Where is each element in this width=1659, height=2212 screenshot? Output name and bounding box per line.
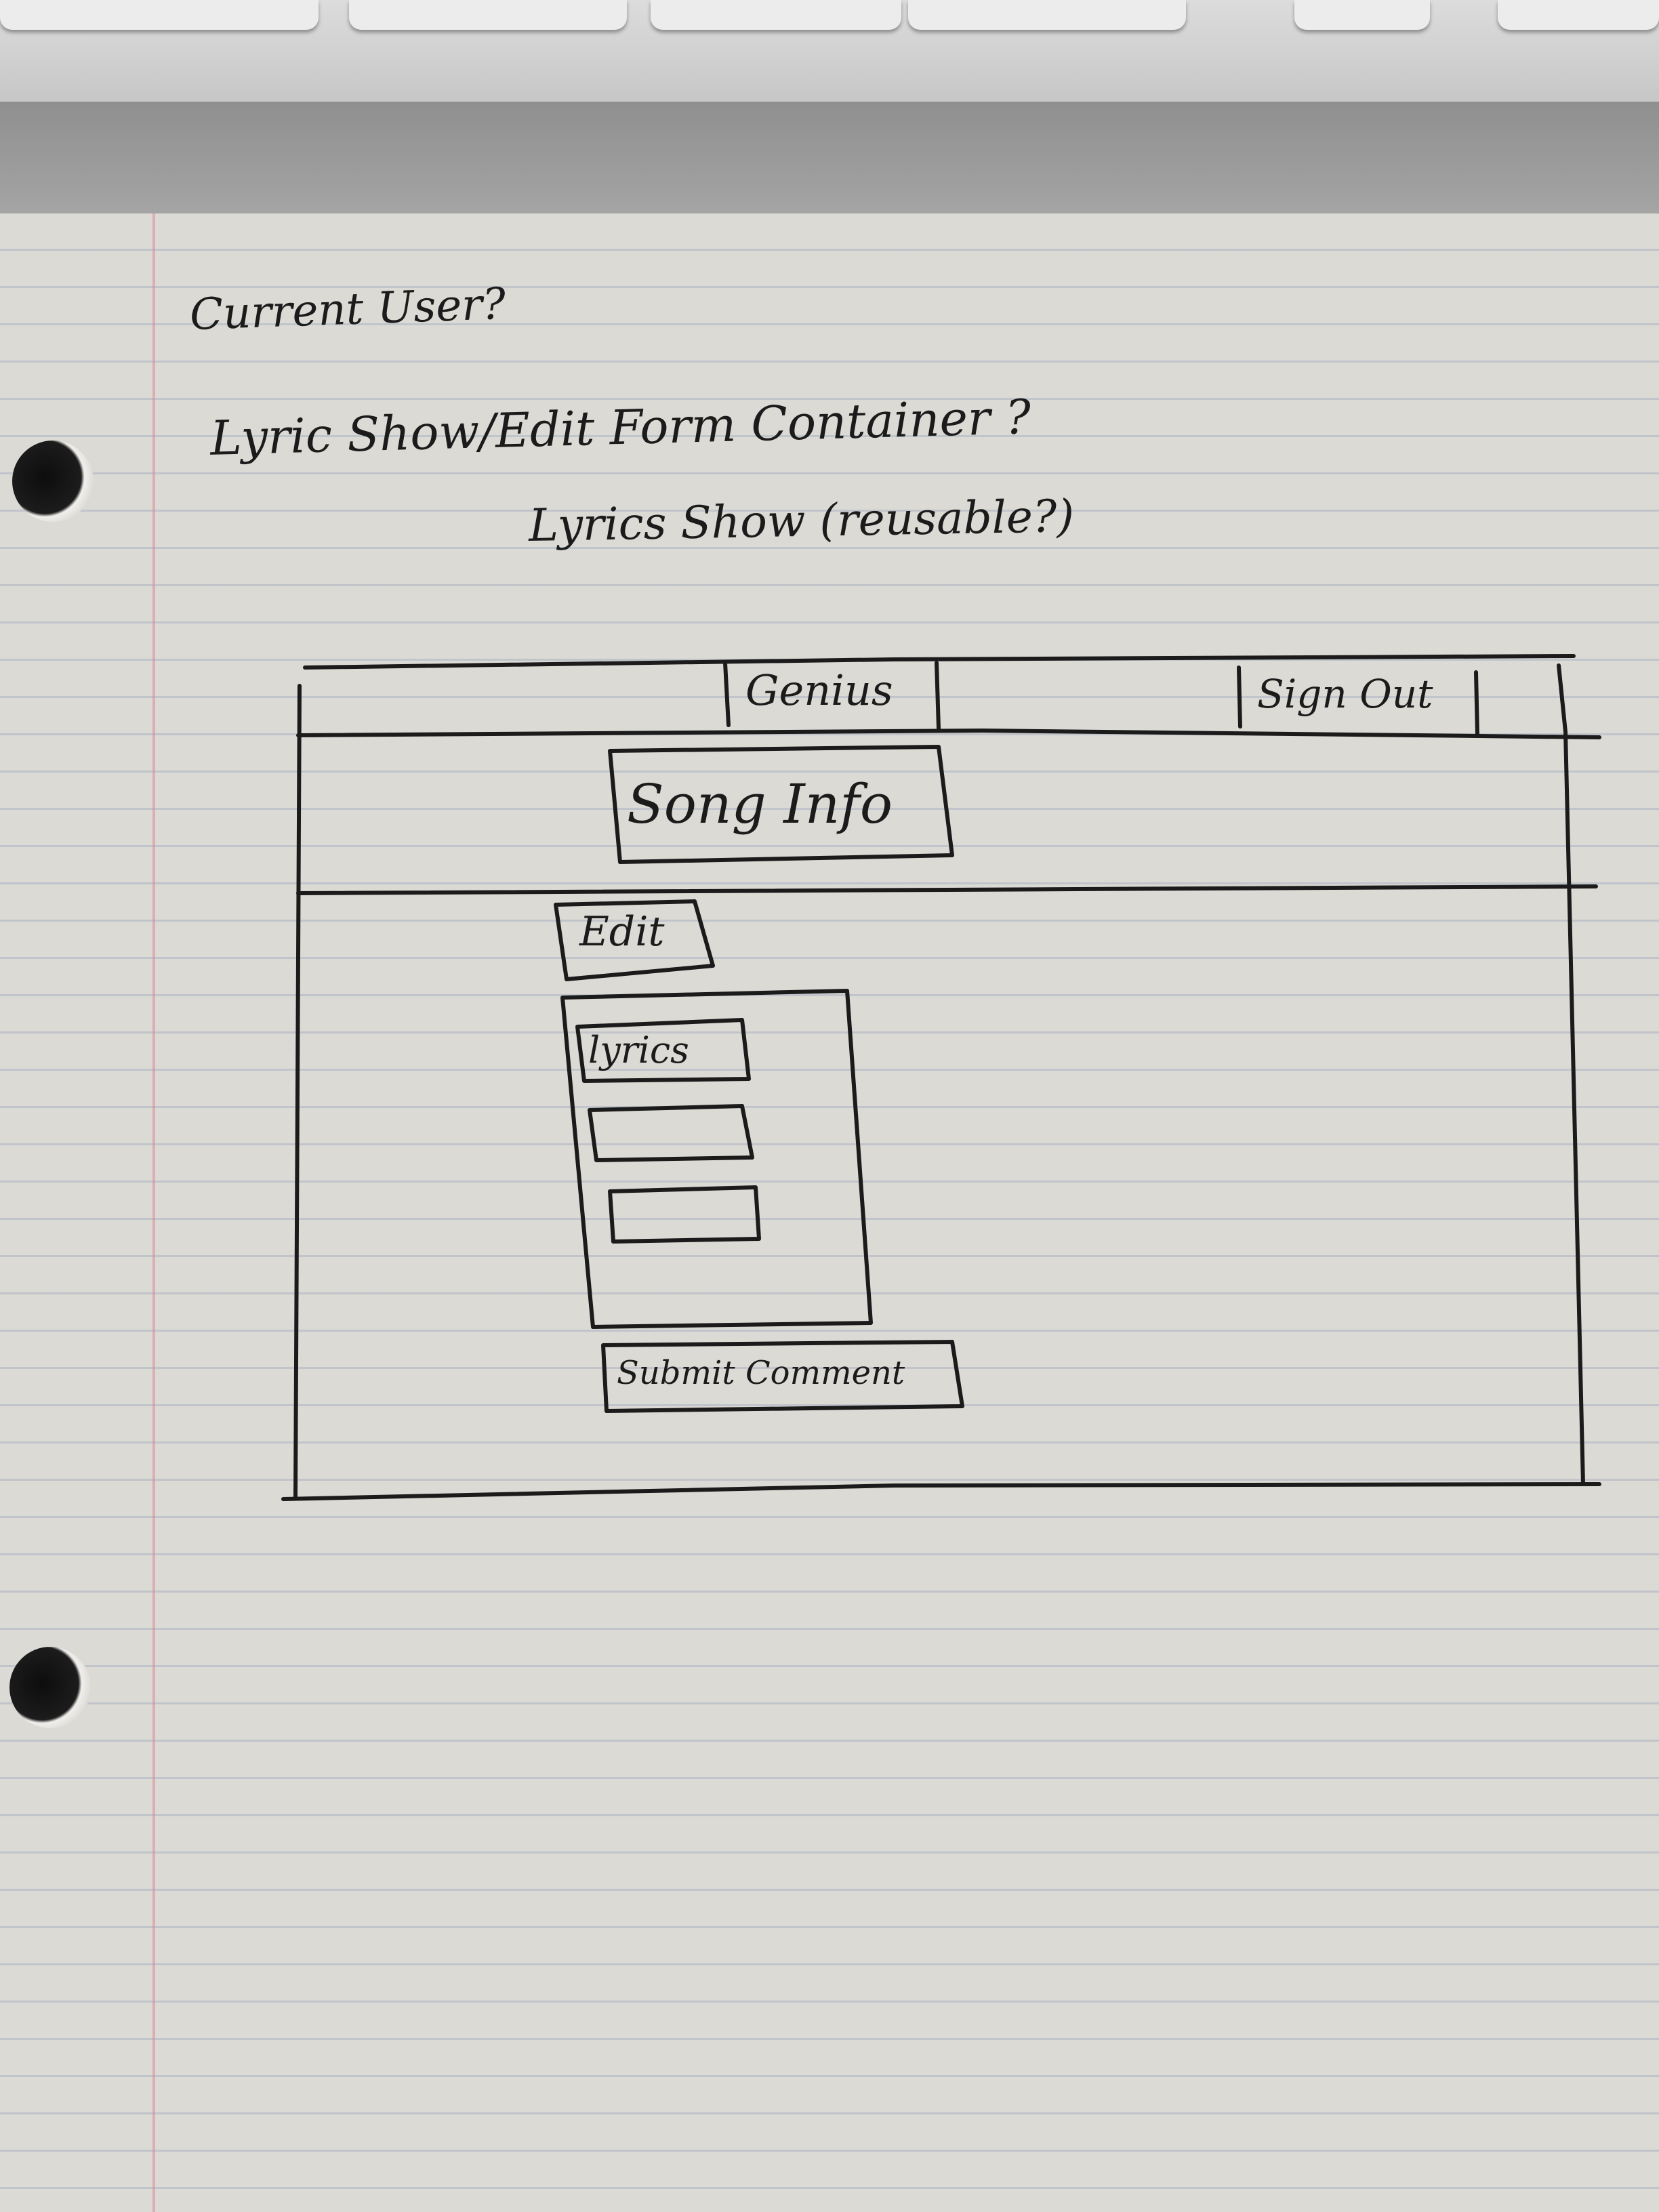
nav-divider <box>723 661 731 727</box>
keyboard-key <box>0 0 319 30</box>
nav-divider <box>935 661 941 731</box>
lyrics-panel <box>560 989 873 1329</box>
submit-comment-button[interactable]: Submit Comment <box>617 1354 905 1392</box>
edit-box <box>554 899 715 981</box>
keyboard-edge <box>0 0 1659 115</box>
section-divider <box>296 884 1598 895</box>
keyboard-key <box>1498 0 1659 30</box>
keyboard-key <box>349 0 627 30</box>
lyrics-label-box <box>575 1018 751 1083</box>
margin-line <box>152 213 155 2212</box>
binder-hole <box>12 441 94 522</box>
notebook-paper <box>0 213 1659 2212</box>
nav-signout-link[interactable]: Sign Out <box>1257 671 1433 717</box>
lyrics-label: lyrics <box>588 1029 689 1071</box>
binder-hole <box>9 1647 91 1728</box>
song-info-label: Song Info <box>627 773 893 836</box>
keyboard-key <box>1294 0 1430 30</box>
lyric-line-box <box>608 1185 761 1244</box>
keyboard-key <box>651 0 901 30</box>
edit-button[interactable]: Edit <box>579 908 665 956</box>
frame-bottom <box>281 1482 1601 1501</box>
nav-divider <box>1237 665 1242 729</box>
nav-top-line <box>303 654 1576 670</box>
keyboard-key <box>908 0 1186 30</box>
song-info-box <box>608 745 954 864</box>
frame-right <box>1557 663 1585 1486</box>
nav-logo-genius[interactable]: Genius <box>745 665 893 715</box>
frame-left <box>293 684 302 1500</box>
nav-bottom-line <box>296 729 1601 739</box>
submit-comment-box <box>601 1340 964 1413</box>
nav-divider <box>1474 670 1479 737</box>
lyric-line-box <box>588 1104 754 1162</box>
